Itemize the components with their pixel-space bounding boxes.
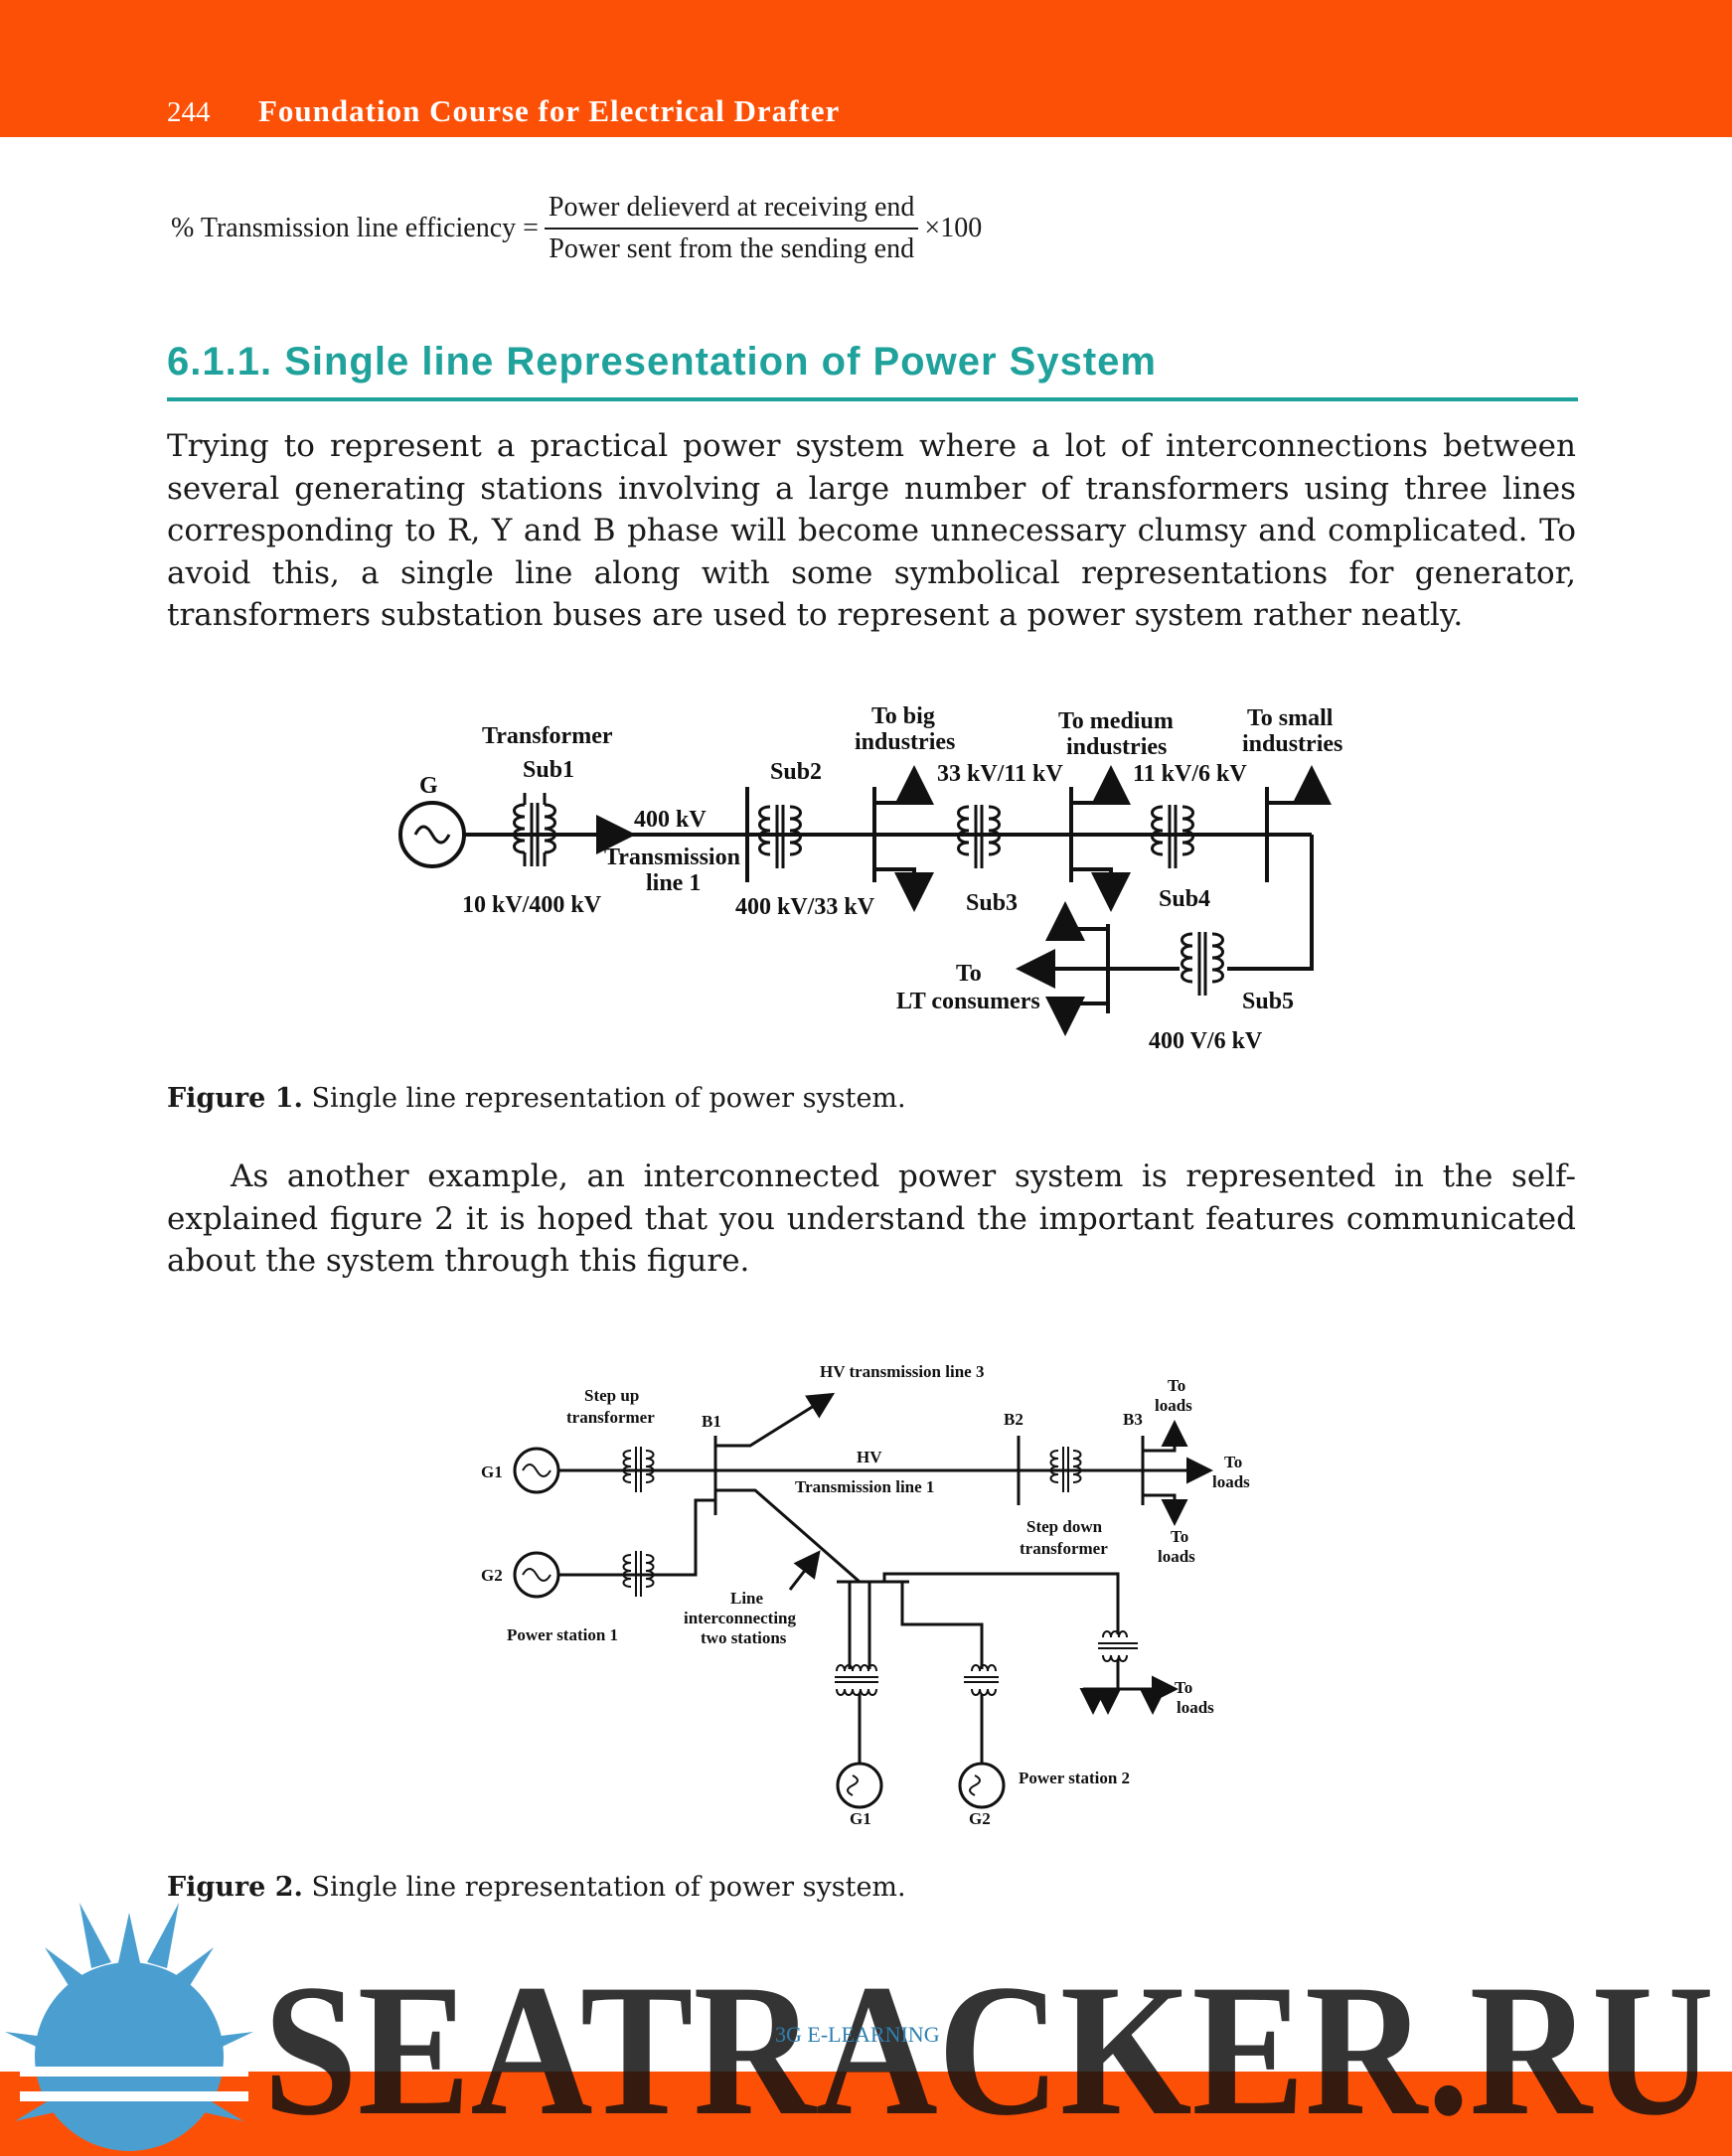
formula-multiplier: ×100 (924, 213, 983, 243)
fig1-medium-ind-1: To medium (1058, 708, 1174, 734)
fig2-line-int-3: two stations (701, 1628, 787, 1647)
figure-1-caption: Figure 1. Single line representation of … (167, 1083, 906, 1114)
formula-numerator: Power delieverd at receiving end (544, 192, 919, 230)
fig1-sub5-label: Sub5 (1242, 989, 1294, 1014)
fig1-sub3-label: Sub3 (966, 890, 1018, 916)
fig2-b2: B2 (1004, 1410, 1023, 1429)
fig1-transformer-label: Transformer (482, 723, 613, 749)
fig2-power-station-1: Power station 1 (507, 1625, 618, 1644)
fig2-loads-1: loads (1155, 1396, 1192, 1415)
formula-lhs: % Transmission line efficiency = (171, 213, 539, 243)
footer-band (0, 2072, 1732, 2156)
fig1-sub1-rating: 10 kV/400 kV (462, 892, 602, 918)
figure-1-caption-text: Single line representation of power syst… (302, 1083, 906, 1114)
fig1-small-ind-1: To small (1247, 705, 1334, 731)
fig2-tl1: Transmission line 1 (795, 1477, 934, 1496)
watermark: SEATRACKER.RU (5, 1903, 1714, 2155)
page-number: 244 (167, 96, 211, 128)
fig1-medium-ind-2: industries (1066, 734, 1167, 760)
fig2-g2: G2 (481, 1566, 503, 1585)
book-title: Foundation Course for Electrical Drafter (258, 93, 841, 128)
fig1-line-voltage: 400 kV (634, 807, 707, 833)
fig1-sub2-rating: 400 kV/33 kV (735, 894, 875, 920)
fig2-line-int-2: interconnecting (684, 1609, 797, 1627)
figure-1-caption-label: Figure 1. (167, 1083, 303, 1114)
fig1-sub4-label: Sub4 (1159, 886, 1210, 912)
fig2-step-up-2: transformer (566, 1408, 655, 1427)
fig1-sub1-label: Sub1 (523, 757, 574, 783)
fig2-loads-2: loads (1212, 1472, 1250, 1491)
paragraph-2: As another example, an interconnected po… (167, 1158, 1576, 1279)
fig2-to-2: To (1224, 1453, 1242, 1471)
fig2-b1: B1 (702, 1412, 721, 1431)
fig1-sub2-label: Sub2 (770, 759, 822, 785)
fig2-to-4: To (1175, 1678, 1192, 1697)
fig1-generator-label: G (419, 773, 438, 799)
fig1-big-ind-2: industries (855, 729, 955, 755)
fig2-power-station-2: Power station 2 (1019, 1769, 1130, 1787)
fig1-line-name-2: line 1 (646, 870, 701, 896)
fig2-hv: HV (857, 1448, 882, 1466)
fig2-ps2-g2: G2 (969, 1809, 991, 1828)
fig1-sub5-rating: 400 V/6 kV (1149, 1028, 1263, 1054)
sun-logo-icon (5, 1903, 253, 2151)
fig1-sub4-rating: 11 kV/6 kV (1133, 761, 1247, 787)
fig2-to-1: To (1168, 1376, 1185, 1395)
fig2-to-3: To (1171, 1527, 1188, 1546)
fig1-sub3-rating: 33 kV/11 kV (937, 761, 1063, 787)
fig1-lt-2: LT consumers (896, 989, 1040, 1014)
fig1-line-name-1: Transmission (604, 845, 740, 870)
fig2-b3: B3 (1123, 1410, 1143, 1429)
paragraph-1: Trying to represent a practical power sy… (167, 428, 1576, 633)
footer-brand: 3G E-LEARNING (775, 2022, 940, 2047)
fig2-line-int-1: Line (730, 1589, 764, 1608)
fig1-lt-1: To (956, 961, 982, 987)
fig2-step-down-2: transformer (1020, 1539, 1108, 1558)
fig2-step-down-1: Step down (1026, 1517, 1103, 1536)
section-heading: 6.1.1. Single line Representation of Pow… (167, 340, 1157, 384)
figure-2-caption: Figure 2. Single line representation of … (167, 1872, 906, 1903)
figure-2-caption-text: Single line representation of power syst… (302, 1872, 906, 1903)
efficiency-formula: % Transmission line efficiency = Power d… (171, 189, 982, 268)
formula-fraction: Power delieverd at receiving end Power s… (544, 192, 919, 265)
formula-denominator: Power sent from the sending end (549, 233, 915, 264)
fig2-loads-3: loads (1158, 1547, 1195, 1566)
fig2-ps2-g1: G1 (850, 1809, 871, 1828)
figure-2-caption-label: Figure 2. (167, 1872, 303, 1903)
fig2-hv-line3: HV transmission line 3 (820, 1362, 984, 1381)
figure-2-diagram: Step up transformer G1 G2 Power station … (481, 1362, 1250, 1828)
fig2-step-up-1: Step up (584, 1386, 639, 1405)
header-band (0, 0, 1732, 137)
fig2-g1: G1 (481, 1463, 503, 1481)
watermark-text: SEATRACKER.RU (263, 1946, 1714, 2155)
fig1-big-ind-1: To big (871, 703, 935, 729)
heading-rule (167, 397, 1578, 401)
fig2-loads-4: loads (1177, 1698, 1214, 1717)
figure-1-diagram: G Transformer Sub1 10 kV/400 kV 400 kV T… (398, 703, 1342, 1054)
fig1-small-ind-2: industries (1242, 731, 1342, 757)
